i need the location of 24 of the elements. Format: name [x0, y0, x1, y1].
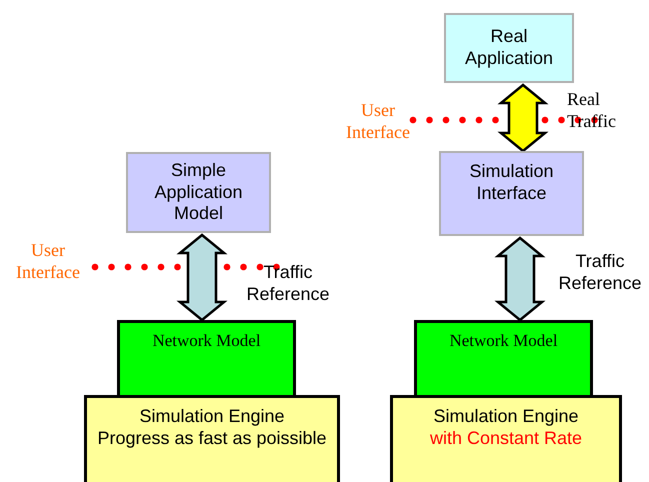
- node-text: Progress as fast as poissible: [97, 428, 327, 450]
- node-text: Simulation Engine: [139, 406, 285, 428]
- double-arrow: [176, 233, 228, 322]
- node-text: Network Model: [449, 331, 558, 352]
- edge-label: Traffic Reference: [245, 262, 331, 306]
- node-text: Network Model: [152, 331, 261, 352]
- boundary-label: User Interface: [345, 100, 411, 144]
- node-text: Simple Application Model: [153, 160, 244, 225]
- edge-label: Real Traffic: [567, 89, 617, 132]
- network-model-box: [117, 320, 296, 398]
- double-arrow: [494, 236, 546, 322]
- double-arrow: [498, 83, 548, 153]
- simulation-engine-box: [390, 395, 622, 482]
- node-text: with Constant Rate: [430, 428, 582, 450]
- network-model-box: [414, 320, 593, 398]
- boundary-label: User Interface: [15, 240, 81, 284]
- application-model-box: [126, 152, 271, 233]
- node-text: Simulation Engine: [433, 406, 579, 428]
- simulation-engine-box: [84, 395, 340, 482]
- node-text: Simulation Interface: [468, 161, 555, 204]
- real-application-box: [444, 13, 574, 83]
- edge-label: Traffic Reference: [557, 251, 643, 294]
- node-text: Real Application: [464, 26, 554, 70]
- simulation-interface-box: [439, 151, 584, 236]
